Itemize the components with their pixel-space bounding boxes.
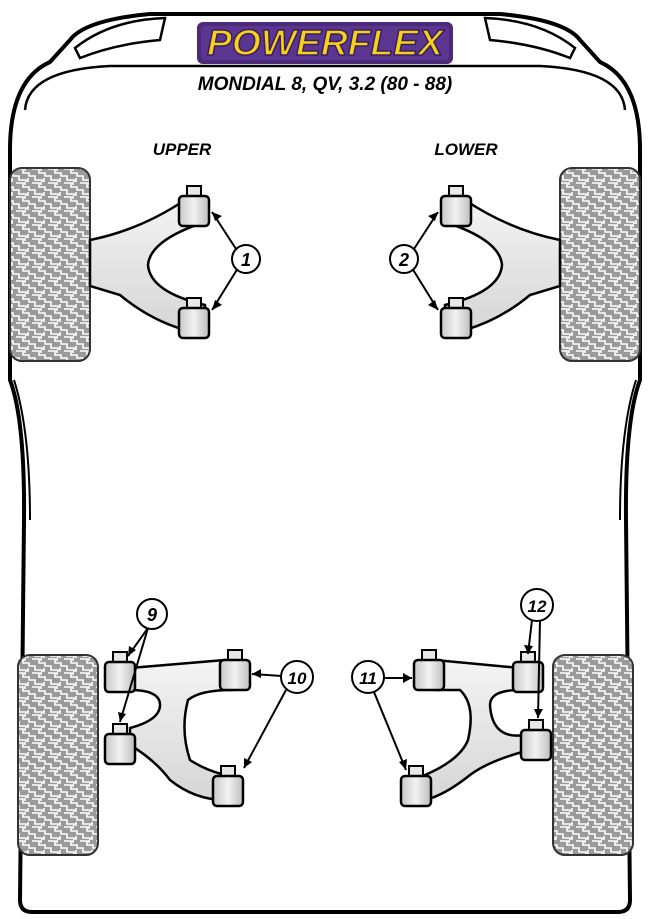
front-upper-arm [88, 196, 207, 332]
car-body-outline [8, 12, 642, 914]
rear-right-arm [423, 658, 532, 802]
callout-11: 11 [351, 660, 412, 771]
callout-9-label: 9 [147, 605, 157, 625]
bushing-9-top [103, 651, 137, 694]
body-inner-line-right [619, 379, 637, 521]
callout-9: 9 [118, 598, 168, 723]
bushing-2-top [439, 185, 473, 228]
rear-left-arm [128, 658, 234, 802]
callout-11-label: 11 [359, 669, 377, 688]
logo-text: POWERFLEX [207, 22, 445, 63]
bushing-9-bottom [103, 723, 137, 766]
windscreen-line [23, 64, 627, 111]
rear-left-tyre [17, 654, 99, 856]
bushing-1-bottom [177, 297, 211, 340]
powerflex-logo: POWERFLEX [197, 21, 453, 64]
page-title: MONDIAL 8, QV, 3.2 (80 - 88) [198, 74, 452, 95]
bushing-11-top [412, 649, 446, 692]
rear-right-tyre [552, 654, 634, 856]
bushing-12-bottom [519, 719, 553, 762]
front-right-tyre [559, 167, 641, 362]
front-lower-arm [443, 196, 562, 332]
callout-1-label: 1 [241, 250, 251, 270]
callout-1: 1 [211, 211, 261, 311]
callout-10: 10 [243, 660, 314, 769]
callout-2: 2 [389, 211, 439, 311]
bushing-2-bottom [439, 297, 473, 340]
upper-label: UPPER [153, 140, 212, 159]
lower-label: LOWER [434, 140, 498, 159]
body-inner-line [13, 379, 31, 521]
callout-2-label: 2 [398, 250, 409, 270]
bushing-1-top [177, 185, 211, 228]
callout-12: 12 [520, 588, 554, 719]
bushing-11-bottom [399, 765, 433, 808]
front-left-tyre [9, 167, 91, 362]
headlight-left [73, 16, 167, 60]
bushing-10-bottom [211, 765, 245, 808]
callout-10-label: 10 [288, 669, 307, 688]
bushing-10-top [218, 649, 252, 692]
callout-12-label: 12 [528, 597, 547, 616]
headlight-right [483, 16, 577, 60]
